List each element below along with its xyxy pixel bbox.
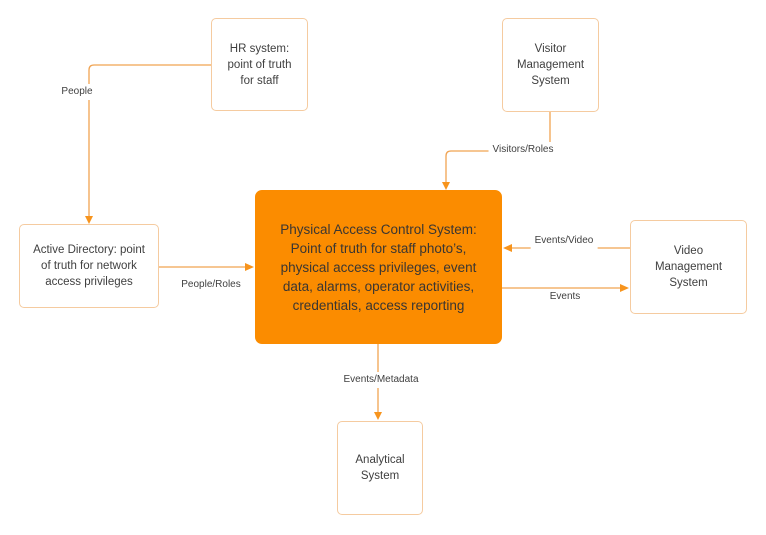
node-video-management-system-label: Video Management System: [654, 245, 723, 289]
node-hr-system: HR system: point of truth for staff: [211, 18, 308, 111]
edge-visitors-roles-arrowhead: [442, 182, 450, 190]
node-hr-system-label: HR system: point of truth for staff: [227, 42, 292, 87]
edge-label-events-metadata: Events/Metadata: [339, 372, 423, 388]
edge-events-arrowhead: [620, 284, 629, 292]
edge-people-arrowhead: [85, 216, 93, 224]
node-analytical-system-label: Analytical System: [355, 454, 405, 482]
edge-label-visitors-roles: Visitors/Roles: [488, 142, 558, 158]
node-visitor-management-system: Visitor Management System: [502, 18, 599, 112]
edge-events-metadata-arrowhead: [374, 412, 382, 420]
edge-events-video-arrowhead: [503, 244, 512, 252]
node-physical-access-control-system: Physical Access Control System: Point of…: [255, 190, 502, 344]
edge-people-line: [88, 64, 211, 217]
node-analytical-system: Analytical System: [337, 421, 423, 515]
edge-people-roles-arrowhead: [245, 263, 254, 271]
node-visitor-management-system-label: Visitor Management System: [516, 43, 585, 87]
node-active-directory: Active Directory: point of truth for net…: [19, 224, 159, 308]
edge-label-people-roles: People/Roles: [177, 277, 245, 293]
edge-label-people: People: [57, 84, 97, 100]
node-active-directory-label: Active Directory: point of truth for net…: [33, 244, 145, 288]
edge-label-events: Events: [545, 289, 585, 305]
node-physical-access-control-system-label: Physical Access Control System: Point of…: [280, 221, 477, 313]
edge-label-events-video: Events/Video: [530, 233, 598, 249]
node-video-management-system: Video Management System: [630, 220, 747, 314]
